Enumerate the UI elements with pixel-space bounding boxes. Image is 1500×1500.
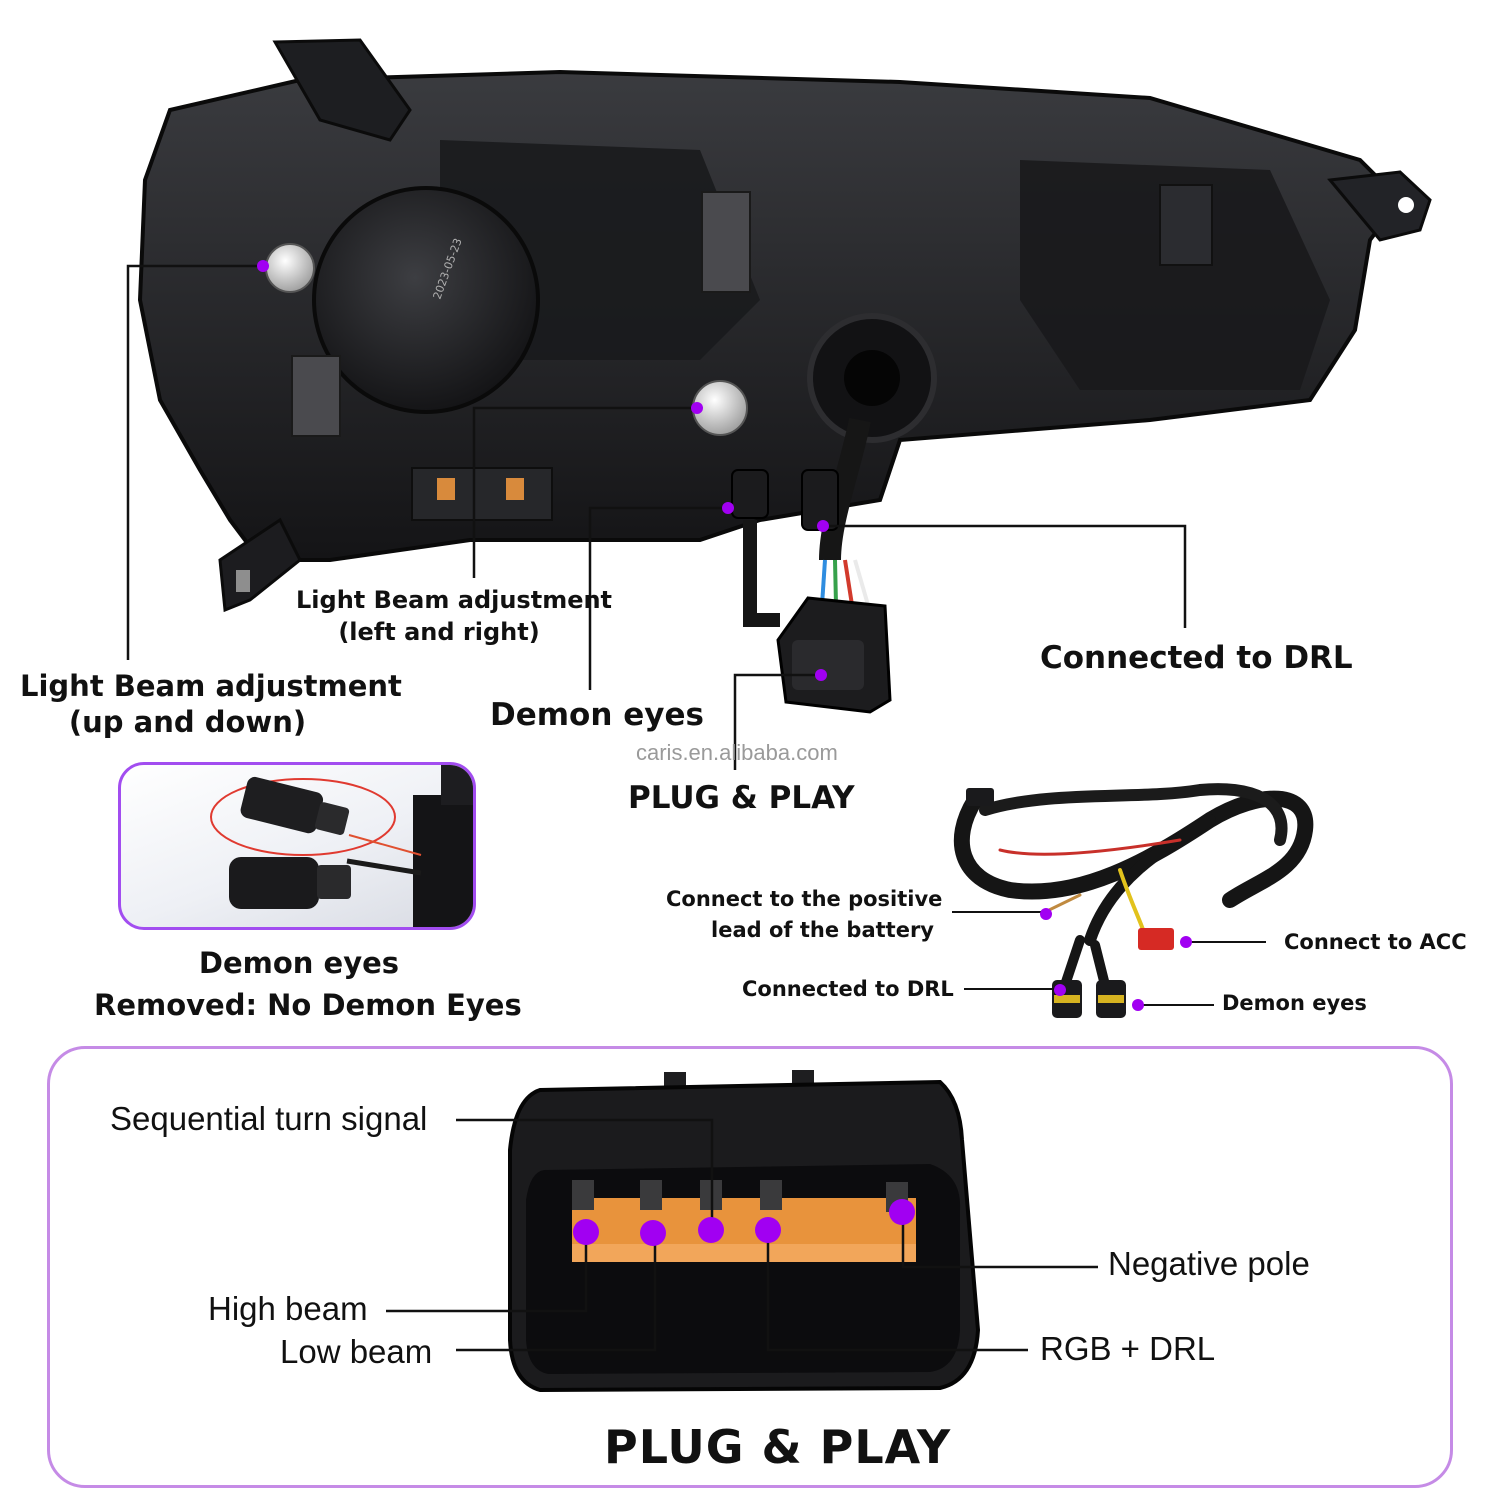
watermark: caris.en.alibaba.com xyxy=(636,740,838,765)
demon-eye-connector xyxy=(731,469,769,519)
connector-pinout-panel xyxy=(47,1046,1453,1488)
lamp-cap xyxy=(312,186,540,414)
high-beam-label: High beam xyxy=(208,1290,368,1327)
beam-updown-callout: Light Beam adjustment (up and down) xyxy=(20,668,402,740)
headlight-rear-illustration: 2023-05-23 xyxy=(126,38,1432,770)
adjuster-connector-block xyxy=(411,467,553,521)
harness-acc-label: Connect to ACC xyxy=(1284,930,1467,954)
harness-battery-label: Connect to the positive lead of the batt… xyxy=(640,884,943,946)
sequential-turn-signal-label: Sequential turn signal xyxy=(110,1100,428,1137)
harness-demon-label: Demon eyes xyxy=(1222,991,1367,1015)
demon-eyes-connector-illustration xyxy=(210,765,473,927)
inset-caption-line1: Demon eyes xyxy=(198,946,400,980)
plug-play-footer: PLUG & PLAY xyxy=(604,1420,952,1474)
negative-pole-label: Negative pole xyxy=(1108,1245,1310,1282)
low-beam-label: Low beam xyxy=(280,1333,433,1370)
inset-caption: Demon eyes Removed: No Demon Eyes xyxy=(94,942,522,1026)
inset-caption-line2: Removed: No Demon Eyes xyxy=(94,988,522,1022)
harness-drl-label: Connected to DRL xyxy=(742,977,954,1001)
harness-battery-line2: lead of the battery xyxy=(711,918,934,942)
connector-pinout-illustration xyxy=(386,1070,1098,1393)
beam-leftright-line2: (left and right) xyxy=(338,618,540,646)
plug-play-callout: PLUG & PLAY xyxy=(628,780,855,816)
beam-leftright-callout: Light Beam adjustment (left and right) xyxy=(296,584,613,648)
demon-eyes-inset-photo xyxy=(118,762,476,930)
beam-updown-line1: Light Beam adjustment xyxy=(20,669,402,703)
harness-battery-line1: Connect to the positive xyxy=(666,887,943,911)
adjust-knob-updown xyxy=(265,243,315,293)
rgb-drl-label: RGB + DRL xyxy=(1040,1330,1216,1367)
beam-updown-line2: (up and down) xyxy=(68,705,307,739)
beam-leftright-line1: Light Beam adjustment xyxy=(296,586,613,614)
wiring-harness-illustration xyxy=(952,783,1314,1018)
demon-eyes-callout: Demon eyes xyxy=(490,697,704,733)
connected-drl-callout: Connected to DRL xyxy=(1040,640,1353,676)
